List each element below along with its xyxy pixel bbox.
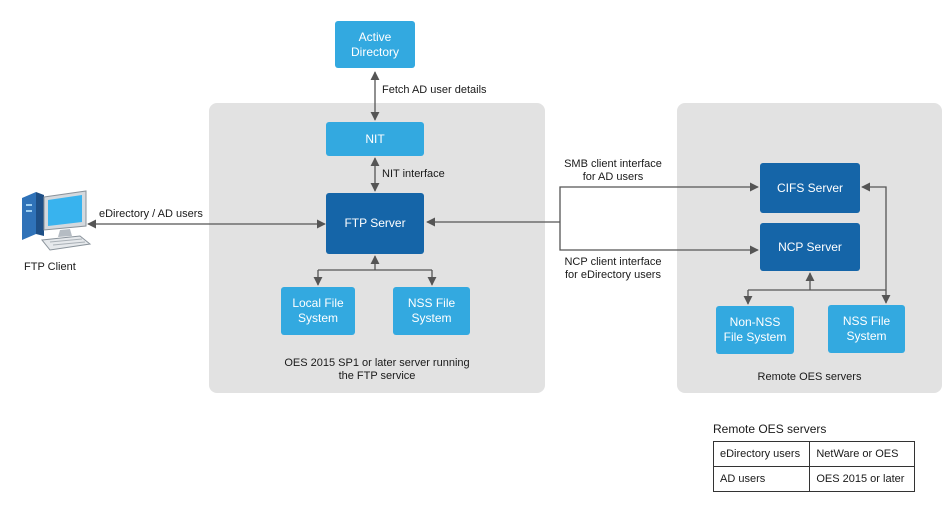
cifs-server-box: CIFS Server [760,163,860,213]
ftp-client-label: FTP Client [24,261,76,273]
nit-box: NIT [326,122,424,156]
local-file-system-box: Local File System [281,287,355,335]
client-users-label: eDirectory / AD users [99,208,203,220]
nss-file-system-local-box: NSS File System [393,287,470,335]
legend-cell: eDirectory users [712,441,811,467]
legend-cell: AD users [712,466,811,492]
oes-panel-label: OES 2015 SP1 or later server running the… [284,357,470,382]
table-row: AD users OES 2015 or later [712,466,915,492]
computer-icon [22,190,92,251]
cifs-branch [559,182,759,222]
ncp-branch [559,222,759,255]
legend-cell: OES 2015 or later [809,466,915,492]
legend-table: eDirectory users NetWare or OES AD users… [712,441,915,492]
legend-title: Remote OES servers [713,422,827,436]
legend-cell: NetWare or OES [809,441,915,467]
ncp-server-box: NCP Server [760,223,860,271]
fetch-ad-label: Fetch AD user details [382,84,487,96]
non-nss-file-system-box: Non-NSS File System [716,306,794,354]
remote-panel-label: Remote OES servers [757,371,862,383]
nit-interface-label: NIT interface [382,168,445,180]
ftp-server-box: FTP Server [326,193,424,254]
cifs-nss-connector [861,182,891,304]
table-row: eDirectory users NetWare or OES [712,441,915,467]
smb-interface-label: SMB client interface for AD users [564,158,662,183]
ncp-interface-label: NCP client interface for eDirectory user… [564,256,662,281]
active-directory-box: Active Directory [335,21,415,68]
nss-file-system-remote-box: NSS File System [828,305,905,353]
